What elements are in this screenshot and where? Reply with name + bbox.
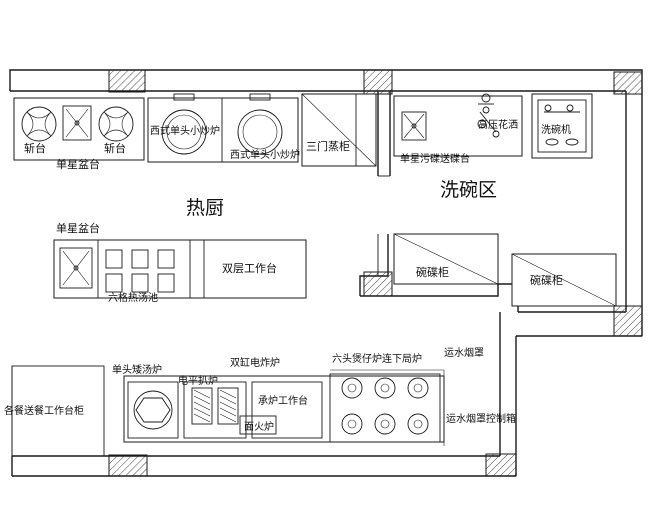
- bridge-workbench-label: 承炉工作台: [258, 394, 308, 407]
- counter-top-right-label: 斩台: [104, 141, 126, 155]
- wok-icon: [237, 93, 283, 155]
- fryer-basket-icon: [191, 387, 239, 425]
- dishwasher-icon: [544, 104, 580, 146]
- double-fryer-label: 双缸电炸炉: [230, 356, 280, 369]
- dish-cabinet-1-label: 碗碟柜: [416, 265, 449, 279]
- dish-area-equipment: 高压花洒 单星污碟送碟台 洗碗机: [393, 93, 593, 165]
- dish-cabinets: 碗碟柜 碗碟柜: [393, 233, 617, 307]
- double-workbench-label: 双层工作台: [222, 261, 277, 275]
- hood-label: 运水烟罩: [444, 346, 484, 359]
- sink-icon: [62, 105, 92, 141]
- hood-control-label: 运水烟罩控制箱: [446, 412, 516, 425]
- wok-icon: [161, 93, 207, 155]
- wok-2-label: 西式单头小炒炉: [230, 148, 300, 161]
- bottom-equipment-row: 单头矮汤炉 电平扒炉 双缸电炸炉 承炉工作台 面火炉: [112, 352, 445, 446]
- wok-1-label: 西式单头小炒炉: [150, 124, 220, 137]
- spray-faucet-icon: [477, 93, 500, 138]
- counter-top-left-label: 斩台: [24, 141, 46, 155]
- dishwasher-label: 洗碗机: [541, 123, 571, 136]
- serving-cabinet-label: 各餐送餐工作台柜: [4, 404, 84, 417]
- middle-equipment-row: 单星盆台 六格热汤池 双层工作台: [53, 221, 307, 304]
- six-burner-label: 六头煲仔炉连下局炉: [332, 352, 422, 365]
- columns: [108, 69, 643, 477]
- chopping-block-right: [98, 106, 134, 142]
- burner-icon: [341, 377, 429, 435]
- single-stockpot-label: 单头矮汤炉: [112, 363, 162, 376]
- steamer-cabinet-label: 三门蒸柜: [306, 139, 350, 153]
- serving-cabinet: 各餐送餐工作台柜: [4, 365, 105, 457]
- stockpot-burner-icon: [133, 390, 173, 430]
- high-pressure-spray-label: 高压花洒: [478, 118, 518, 131]
- chopping-block-left: [21, 106, 57, 142]
- bain-marie-icon: [105, 249, 175, 293]
- sink-icon: [59, 247, 93, 289]
- dirty-dish-counter-label: 单星污碟送碟台: [400, 152, 470, 165]
- salamander-label: 面火炉: [244, 421, 274, 433]
- single-sink-top-label: 单星盆台: [56, 157, 100, 171]
- top-equipment-row: 斩台 斩台 单星盆台 西式单头小炒炉 西式单头小炒炉 三门蒸柜: [13, 93, 377, 171]
- six-bain-marie-label: 六格热汤池: [108, 291, 158, 304]
- room-label-dish-area: 洗碗区: [440, 179, 497, 201]
- griddle-label: 电平扒炉: [178, 374, 218, 387]
- room-label-hot-kitchen: 热厨: [186, 197, 224, 219]
- sink-icon: [401, 111, 427, 141]
- single-sink-mid-label: 单星盆台: [56, 221, 100, 235]
- dish-cabinet-2-label: 碗碟柜: [530, 273, 563, 287]
